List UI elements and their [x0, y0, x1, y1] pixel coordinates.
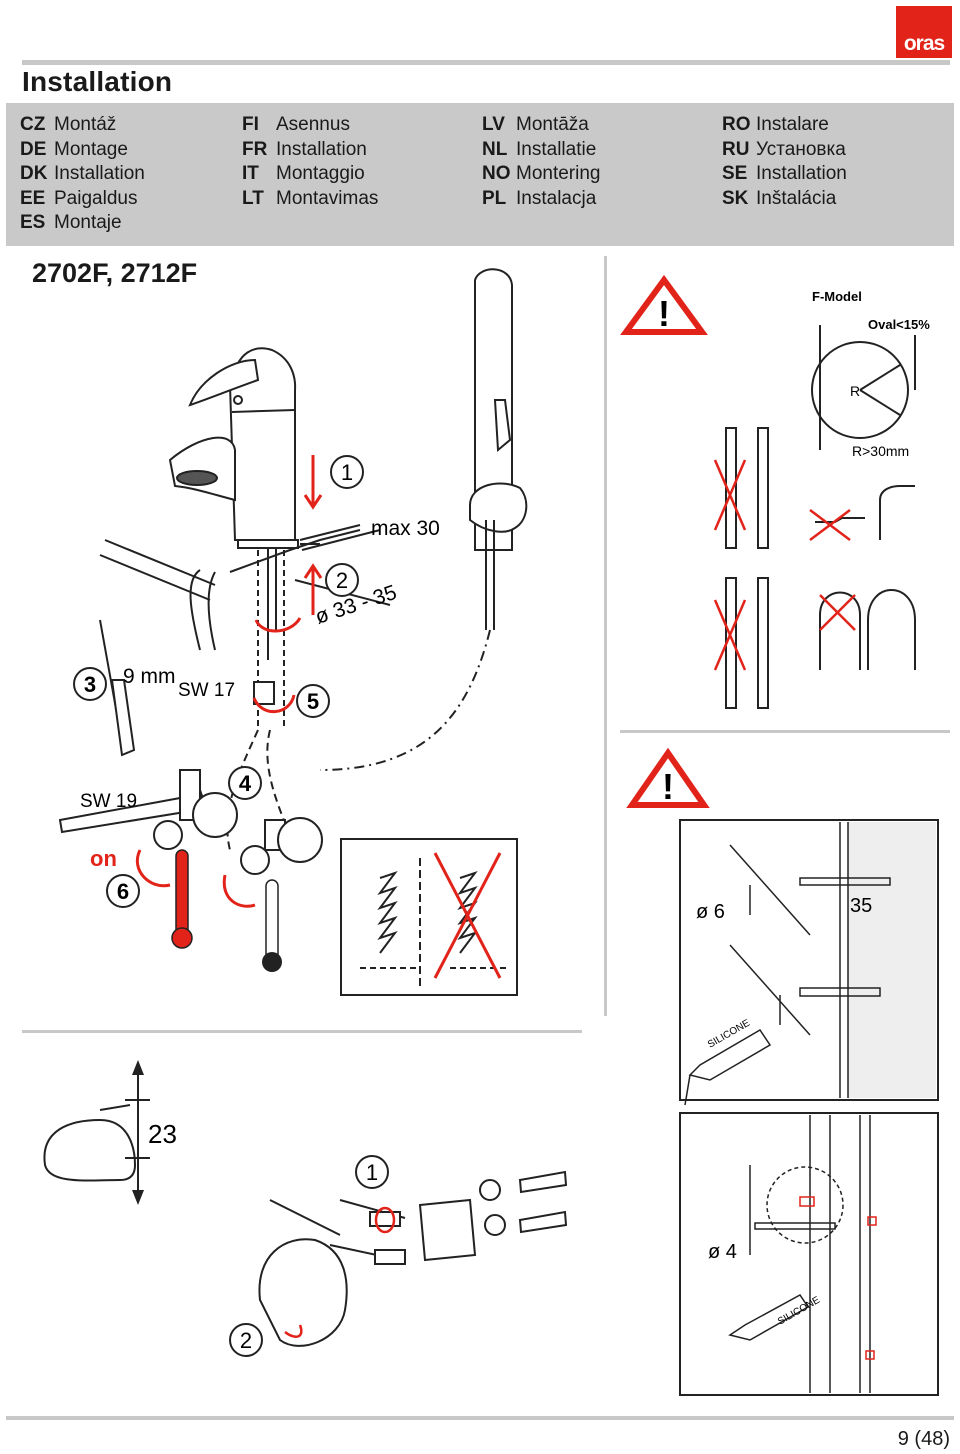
d4-label: ø 4 [708, 1241, 737, 1263]
radius-min-label: R>30mm [852, 443, 909, 459]
oval-label: Oval<15% [868, 317, 930, 332]
shower-holder [469, 482, 528, 533]
faucet-body [228, 384, 296, 541]
vertical-divider [604, 256, 607, 1016]
step-2: 2 [336, 568, 348, 593]
d35-label: 35 [850, 895, 872, 917]
dowel-correct [377, 871, 398, 954]
step-3: 3 [84, 672, 96, 697]
d6-label: ø 6 [696, 901, 725, 923]
header-rule [22, 60, 950, 65]
dowel-comparison [340, 838, 518, 996]
svg-text:!: ! [662, 766, 674, 807]
screw-1 [369, 1211, 401, 1227]
drill-panel-wood [679, 1112, 939, 1396]
holder-step-2: 2 [240, 1328, 252, 1353]
faucet-spout [168, 436, 236, 502]
f-model-label: F-Model [812, 289, 862, 304]
hand-shower [474, 268, 513, 551]
sw17-label: SW 17 [178, 680, 235, 701]
open-cold-arrow [222, 874, 256, 908]
step-6: 6 [117, 879, 129, 904]
model-number: 2702F, 2712F [32, 258, 198, 288]
nine-mm-label: 9 mm [123, 665, 176, 688]
dim-23-label: 23 [148, 1119, 177, 1149]
step-1: 1 [341, 460, 353, 485]
faucet-lever [188, 358, 260, 407]
logo-text: oras [903, 32, 945, 55]
divider-right [620, 730, 950, 733]
basin-edge [104, 539, 216, 586]
footer-rule [6, 1416, 954, 1420]
divider-left [22, 1030, 582, 1033]
page-title: Installation [22, 66, 173, 97]
screw-2 [374, 1249, 406, 1265]
wall-plug-2 [518, 1210, 568, 1234]
on-label: on [90, 846, 117, 871]
silicone-gun-1 [688, 1028, 772, 1081]
screwdriver [110, 679, 136, 757]
step-5: 5 [307, 689, 319, 714]
wall-plug-1 [518, 1170, 568, 1194]
max-label: max 30 [371, 517, 440, 540]
page-number: 9 (48) [897, 1428, 950, 1450]
thermometer-cold [265, 879, 279, 961]
holder-step-1: 1 [366, 1160, 378, 1185]
turn-arrow [254, 617, 302, 633]
faucet-installation-illustration: 1 2 3 5 4 6 max 30 ø 33 - 35 9 mm SW 17 … [58, 268, 528, 972]
open-hot-arrow [135, 849, 171, 888]
warning-sign-1: ! [620, 274, 708, 335]
holder-mounting-illustration: 23 1 2 [43, 1060, 568, 1357]
hose-illustration: ! F-Model Oval<15% R R>30mm [620, 274, 930, 709]
brand-logo: oras [896, 6, 952, 58]
warning-sign-2: ! [626, 747, 710, 808]
wall-mounting-illustration: ! ø 6 35 SILICONE ø 4 SILICONE [626, 747, 939, 1396]
mounting-bracket [418, 1198, 477, 1262]
silicone-gun-2 [728, 1294, 810, 1341]
holder-exploded [258, 1238, 348, 1347]
radius-label: R [850, 383, 860, 399]
holder-side-view [43, 1118, 137, 1182]
svg-text:!: ! [658, 293, 670, 334]
step-4: 4 [239, 771, 252, 796]
sw19-label: SW 19 [80, 791, 137, 812]
thermometer-hot [175, 849, 189, 936]
